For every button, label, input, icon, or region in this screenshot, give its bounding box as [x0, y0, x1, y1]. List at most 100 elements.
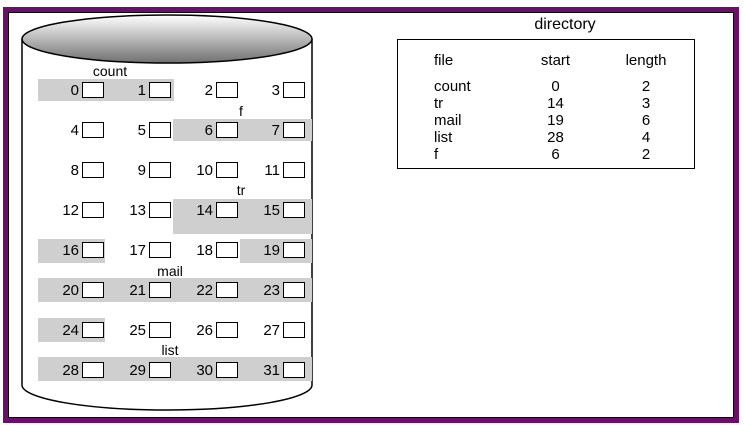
disk-block: 12: [40, 200, 104, 220]
disk-block: 26: [174, 320, 238, 340]
block-number: 16: [62, 241, 79, 259]
block-number: 30: [196, 361, 213, 379]
block-box: [216, 362, 238, 378]
disk-block: 23: [241, 280, 305, 300]
row-start: 0: [551, 78, 560, 95]
block-number: 27: [263, 321, 280, 339]
block-number: 9: [137, 161, 146, 179]
file-label-count: count: [92, 63, 128, 79]
block-number: 3: [271, 81, 280, 99]
disk-block: 5: [107, 120, 171, 140]
disk-block: 3: [241, 80, 305, 100]
band-count: [38, 79, 174, 101]
disk-block: 24: [40, 320, 104, 340]
block-number: 26: [196, 321, 213, 339]
block-box: [82, 322, 104, 338]
row-length: 2: [641, 146, 651, 163]
header-file: file: [434, 52, 454, 69]
disk-block: 0: [40, 80, 104, 100]
block-number: 11: [264, 161, 280, 179]
file-label-tr: tr: [236, 182, 246, 198]
disk-block: 7: [241, 120, 305, 140]
disk-block: 31: [241, 360, 305, 380]
disk-block: 2: [174, 80, 238, 100]
disk-block: 9: [107, 160, 171, 180]
disk-block: 25: [107, 320, 171, 340]
file-label-f: f: [239, 103, 243, 119]
block-box: [82, 162, 104, 178]
block-number: 20: [62, 281, 79, 299]
disk-block: 30: [174, 360, 238, 380]
disk-block: 20: [40, 280, 104, 300]
block-box: [283, 322, 305, 338]
block-box: [82, 82, 104, 98]
block-box: [149, 202, 171, 218]
disk-block: 16: [40, 240, 104, 260]
block-box: [216, 82, 238, 98]
cylinder-top: [21, 14, 313, 64]
block-number: 15: [263, 201, 280, 219]
disk-block: 4: [40, 120, 104, 140]
block-number: 8: [70, 161, 79, 179]
block-number: 17: [129, 241, 146, 259]
block-number: 14: [196, 201, 213, 219]
block-box: [149, 82, 171, 98]
block-box: [82, 242, 104, 258]
block-number: 7: [271, 121, 280, 139]
directory-table: file start length count 0 2 tr 14 3 mail…: [397, 39, 695, 169]
block-box: [149, 322, 171, 338]
disk-block: 14: [174, 200, 238, 220]
file-label-mail: mail: [157, 263, 183, 279]
block-box: [283, 242, 305, 258]
row-start: 14: [547, 95, 564, 112]
row-length: 4: [641, 129, 651, 146]
row-file: list: [434, 129, 453, 146]
block-box: [216, 202, 238, 218]
block-box: [82, 202, 104, 218]
disk-block: 11: [241, 160, 305, 180]
block-number: 18: [196, 241, 213, 259]
disk-block: 13: [107, 200, 171, 220]
block-number: 23: [263, 281, 280, 299]
block-box: [216, 162, 238, 178]
block-box: [149, 162, 171, 178]
block-box: [82, 362, 104, 378]
disk-block: 8: [40, 160, 104, 180]
row-file: count: [434, 78, 471, 95]
row-file: mail: [434, 112, 462, 129]
disk-block: 6: [174, 120, 238, 140]
row-file: f: [434, 146, 439, 163]
block-number: 12: [62, 201, 79, 219]
file-label-list: list: [161, 342, 179, 358]
disk-block: 21: [107, 280, 171, 300]
block-number: 28: [62, 361, 79, 379]
block-number: 13: [129, 201, 146, 219]
disk-block: 29: [107, 360, 171, 380]
disk-block: 10: [174, 160, 238, 180]
disk-block: 22: [174, 280, 238, 300]
block-number: 1: [137, 81, 146, 99]
block-number: 4: [70, 121, 79, 139]
block-number: 22: [196, 281, 213, 299]
block-number: 29: [129, 361, 146, 379]
block-box: [216, 122, 238, 138]
disk-block: 27: [241, 320, 305, 340]
header-start: start: [540, 52, 571, 69]
block-box: [283, 162, 305, 178]
block-number: 19: [263, 241, 280, 259]
row-start: 28: [547, 129, 564, 146]
block-box: [216, 282, 238, 298]
block-box: [149, 242, 171, 258]
block-number: 10: [196, 161, 213, 179]
block-box: [283, 282, 305, 298]
block-box: [283, 82, 305, 98]
disk-block: 15: [241, 200, 305, 220]
disk-block: 19: [241, 240, 305, 260]
block-number: 6: [204, 121, 213, 139]
block-box: [283, 202, 305, 218]
row-start: 6: [551, 146, 560, 163]
block-number: 25: [129, 321, 146, 339]
block-number: 0: [70, 81, 79, 99]
block-box: [283, 122, 305, 138]
block-box: [149, 282, 171, 298]
